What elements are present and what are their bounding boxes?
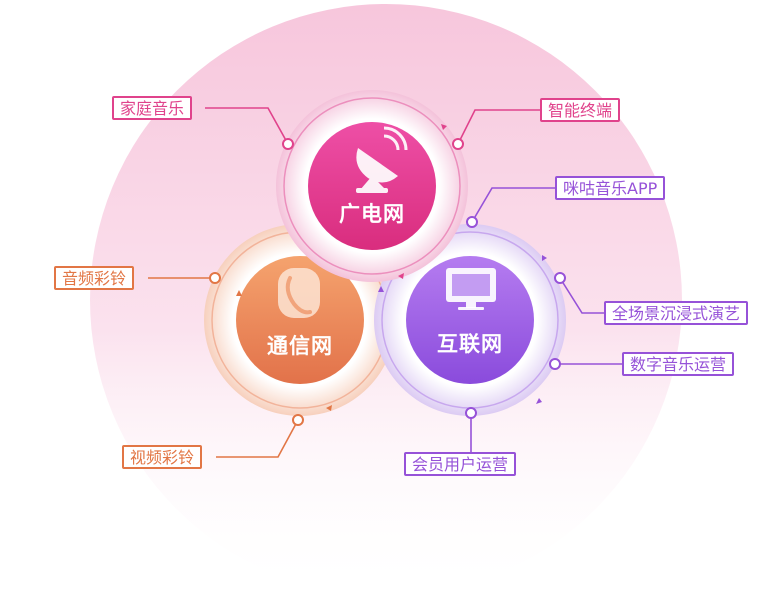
hub-label-internet: 互联网 [437, 332, 503, 356]
tag-video-ringback: 视频彩铃 [122, 445, 203, 469]
tag-immersive-shows: 全场景沉浸式演艺 [604, 301, 749, 325]
tag-ringback-tone: 音频彩铃 [54, 266, 135, 290]
tag-digital-music-ops: 数字音乐运营 [622, 352, 735, 376]
anchor-dot [452, 138, 464, 150]
tag-family-music: 家庭音乐 [112, 96, 193, 120]
anchor-dot [282, 138, 294, 150]
monitor-icon [446, 268, 496, 310]
tag-member-user-ops: 会员用户运营 [404, 452, 517, 476]
satellite-dish-icon [356, 126, 408, 193]
phone-handset-icon [278, 268, 320, 318]
connector-video-ringback [216, 419, 299, 458]
tag-smart-terminal: 智能终端 [540, 98, 621, 122]
connector-immersive [559, 277, 604, 314]
connector-migu-app [471, 187, 555, 223]
anchor-dot [466, 216, 478, 228]
orbit-arrows [236, 124, 547, 411]
anchor-dot [292, 414, 304, 426]
anchor-dot [465, 407, 477, 419]
anchor-dot [554, 272, 566, 284]
connector-smart-terminal [457, 109, 540, 145]
anchor-dot [549, 358, 561, 370]
hub-internet [374, 224, 566, 416]
tag-migu-music-app: 咪咕音乐APP [555, 176, 666, 200]
connector-family-music [205, 107, 289, 145]
anchor-dot [209, 272, 221, 284]
hub-label-telecom: 通信网 [267, 334, 333, 358]
hub-label-broadcast: 广电网 [339, 202, 405, 226]
